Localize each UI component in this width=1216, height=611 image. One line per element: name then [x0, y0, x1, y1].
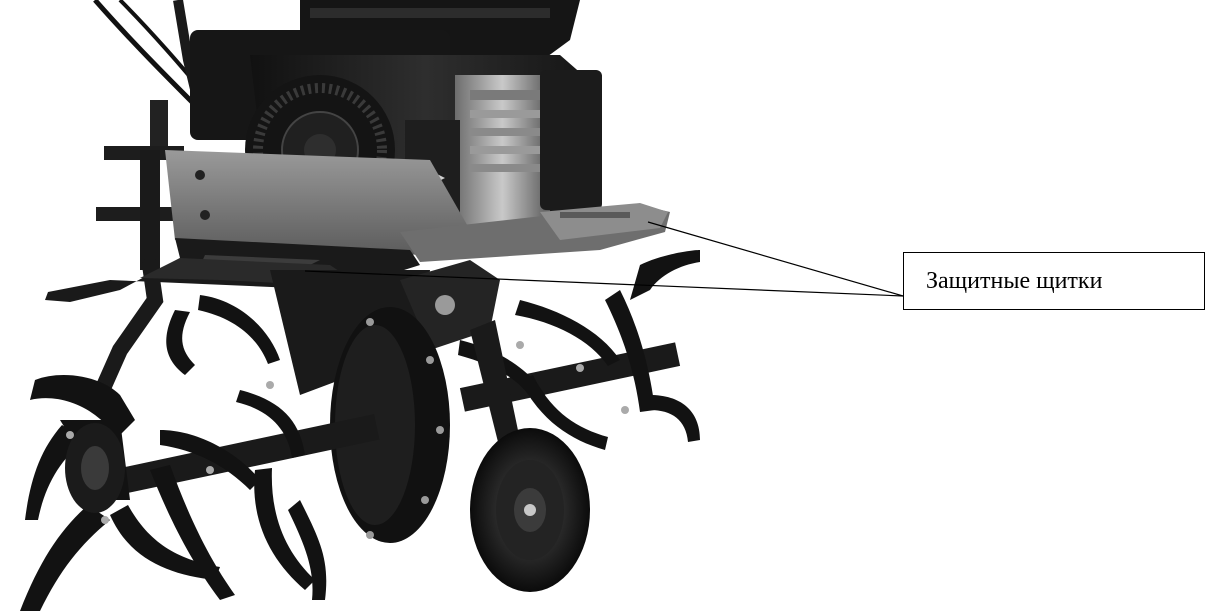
leader-line-left-shield	[304, 270, 904, 297]
gearbox-icon	[270, 260, 500, 395]
frame-icon	[165, 150, 470, 255]
leader-line-right-shield	[647, 221, 904, 297]
callout-label-box: Защитные щитки	[903, 252, 1205, 310]
protective-shield-right-icon	[400, 203, 670, 262]
transport-wheel-icon	[470, 320, 590, 592]
callout-label-text: Защитные щитки	[926, 267, 1103, 294]
depth-bar-icon	[92, 100, 184, 403]
left-tines-icon	[20, 295, 327, 611]
callout-leader-lines	[304, 221, 904, 297]
handle-cables-icon	[93, 0, 207, 112]
